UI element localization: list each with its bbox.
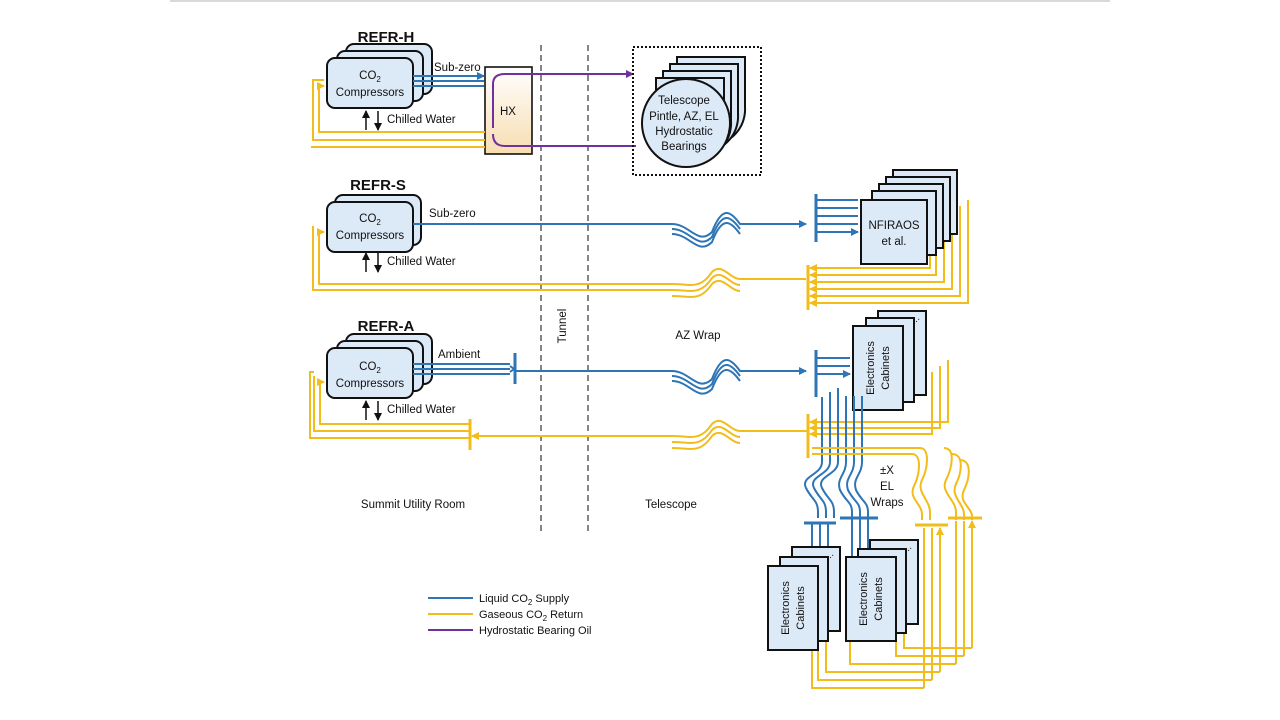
- refr-a-compressors-box: [326, 347, 414, 399]
- svg-text:CO2: CO2: [359, 361, 381, 375]
- legend-label-return: Gaseous CO2 Return: [479, 609, 583, 623]
- telescope-bearing-disc: [641, 78, 731, 168]
- refr-h-compressors-box: [326, 57, 414, 109]
- svg-text:Compressors: Compressors: [336, 87, 405, 99]
- svg-text:Wraps: Wraps: [870, 497, 903, 509]
- svg-text:Electronics: Electronics: [858, 572, 870, 626]
- refr-s-mode: Sub-zero: [429, 208, 476, 220]
- electronics-cabinets-upper: Electronics Cabinets: [852, 310, 927, 411]
- refr-a-water: Chilled Water: [387, 404, 456, 416]
- telescope-bearing-frame: [632, 46, 762, 176]
- svg-text:NFIRAOS: NFIRAOS: [868, 220, 919, 232]
- svg-text:Telescope: Telescope: [658, 95, 710, 107]
- svg-text:Compressors: Compressors: [336, 230, 405, 242]
- electronics-cabinets-lower-right: Electronics Cabinets: [845, 539, 919, 642]
- refr-s-compressors-box: [326, 201, 414, 253]
- refr-s-title: REFR-S: [350, 177, 406, 194]
- az-wrap-label: AZ Wrap: [675, 330, 720, 342]
- refr-s-water: Chilled Water: [387, 256, 456, 268]
- telescope-region-label: Telescope: [645, 499, 697, 511]
- svg-text:et al.: et al.: [882, 236, 907, 248]
- tunnel-label: Tunnel: [557, 309, 569, 344]
- svg-text:Electronics: Electronics: [780, 581, 792, 635]
- svg-text:CO2: CO2: [359, 213, 381, 227]
- refr-a-group: REFR-A CO2 Compressors Ambient Chilled W…: [326, 318, 481, 421]
- svg-text:CO2: CO2: [359, 70, 381, 84]
- nfiraos-stack: NFIRAOS et al.: [860, 169, 958, 265]
- legend-label-oil: Hydrostatic Bearing Oil: [479, 625, 592, 637]
- svg-text:Pintle, AZ, EL: Pintle, AZ, EL: [649, 111, 719, 123]
- legend: Liquid CO2 Supply Gaseous CO2 Return Hyd…: [428, 593, 592, 637]
- svg-text:Cabinets: Cabinets: [795, 586, 807, 630]
- refr-a-mode: Ambient: [438, 349, 481, 361]
- refr-h-title: REFR-H: [358, 29, 415, 46]
- refr-h-mode: Sub-zero: [434, 62, 481, 74]
- svg-text:EL: EL: [880, 481, 895, 493]
- refr-a-title: REFR-A: [358, 318, 415, 335]
- legend-label-supply: Liquid CO2 Supply: [479, 593, 570, 607]
- svg-text:Bearings: Bearings: [661, 141, 707, 153]
- nfiraos-box: [860, 199, 928, 265]
- refr-h-group: REFR-H CO2 Compressors Sub-zero Chilled …: [326, 29, 481, 131]
- hx-label: HX: [500, 106, 516, 118]
- svg-text:Cabinets: Cabinets: [873, 577, 885, 621]
- refr-h-water: Chilled Water: [387, 114, 456, 126]
- electronics-cabinet-box: [852, 325, 904, 411]
- svg-text:Compressors: Compressors: [336, 378, 405, 390]
- electronics-cabinet-box: [767, 565, 819, 651]
- svg-text:Hydrostatic: Hydrostatic: [655, 126, 713, 138]
- electronics-cabinet-box: [845, 556, 897, 642]
- svg-text:Electronics: Electronics: [865, 341, 877, 395]
- svg-text:±X: ±X: [880, 465, 894, 477]
- refr-s-group: REFR-S CO2 Compressors Sub-zero Chilled …: [326, 177, 476, 273]
- summit-utility-room-label: Summit Utility Room: [361, 499, 465, 511]
- electronics-cabinets-lower-left: Electronics Cabinets: [767, 546, 841, 651]
- top-divider: [170, 0, 1110, 2]
- svg-text:Cabinets: Cabinets: [880, 346, 892, 390]
